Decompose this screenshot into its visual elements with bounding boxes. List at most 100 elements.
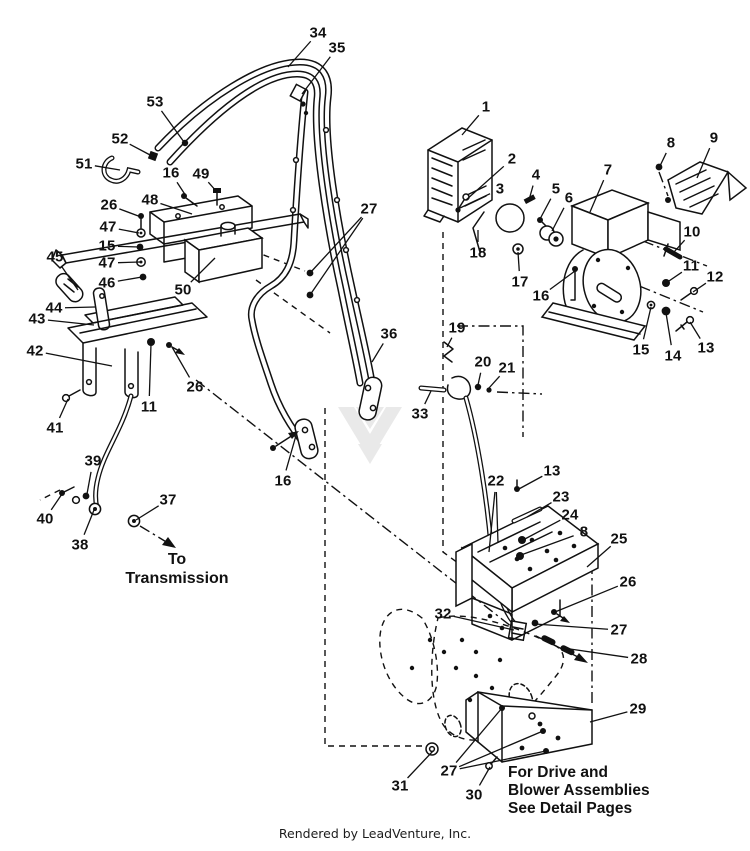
callout-10: 10	[683, 223, 701, 241]
callout-32: 32	[434, 605, 452, 623]
callout-29: 29	[629, 700, 647, 718]
electric-box-assembly	[424, 128, 563, 254]
callout-6: 6	[564, 189, 574, 207]
callout-27: 27	[360, 200, 378, 218]
callout-3: 3	[495, 180, 505, 198]
note-to-transmission: To Transmission	[87, 550, 267, 588]
note-see-detail-pages: For Drive and Blower Assemblies See Deta…	[508, 764, 678, 818]
callout-53: 53	[146, 93, 164, 111]
note-detail-line1: For Drive and	[508, 764, 608, 781]
bracket-42	[68, 303, 207, 343]
bolt-8m	[516, 552, 524, 560]
callout-2: 2	[507, 150, 517, 168]
callout-34: 34	[309, 24, 327, 42]
callout-44: 44	[45, 299, 63, 317]
belt-guard-9	[668, 162, 728, 214]
callout-26: 26	[186, 378, 204, 396]
callout-18: 18	[469, 244, 487, 262]
callout-24: 24	[561, 506, 579, 524]
shift-bracket-assembly	[53, 271, 207, 527]
callout-49: 49	[192, 165, 210, 183]
footer-credit: Rendered by LeadVenture, Inc.	[278, 826, 472, 841]
callout-45: 45	[46, 248, 64, 266]
control-panel-assembly	[52, 188, 308, 282]
bolt-26r	[551, 609, 557, 615]
grip-clamp	[290, 84, 306, 101]
callout-21: 21	[498, 359, 516, 377]
transmission-arrowhead	[162, 537, 176, 548]
callout-4: 4	[531, 166, 541, 184]
callout-27: 27	[610, 621, 628, 639]
bolt-27m	[531, 619, 539, 627]
handle-strap-left	[293, 417, 319, 460]
callout-30: 30	[465, 786, 483, 804]
callout-43: 43	[28, 310, 46, 328]
callout-42: 42	[26, 342, 44, 360]
callout-15: 15	[632, 341, 650, 359]
callout-51: 51	[75, 155, 93, 173]
callout-15: 15	[98, 237, 116, 255]
bolt-13	[687, 317, 694, 324]
note-detail-line2: Blower Assemblies	[508, 782, 650, 799]
bolt-24	[518, 536, 526, 544]
callout-36: 36	[380, 325, 398, 343]
wire-18	[473, 212, 484, 252]
callout-14: 14	[664, 347, 682, 365]
handlebar-assembly	[104, 62, 383, 460]
ring-31	[426, 743, 438, 755]
note-to-transmission-line1: To	[167, 551, 187, 568]
callout-19: 19	[448, 319, 466, 337]
callout-48: 48	[141, 191, 159, 209]
callout-47: 47	[99, 218, 117, 236]
callout-20: 20	[474, 353, 492, 371]
callout-13: 13	[697, 339, 715, 357]
callout-8: 8	[666, 134, 676, 152]
callout-1: 1	[481, 98, 491, 116]
callout-16: 16	[532, 287, 550, 305]
callout-13: 13	[543, 462, 561, 480]
callout-12: 12	[706, 268, 724, 286]
ball-14	[661, 306, 671, 316]
callout-16: 16	[162, 164, 180, 182]
callout-11: 11	[140, 398, 158, 416]
ball-20	[474, 383, 482, 391]
callout-37: 37	[159, 491, 177, 509]
callout-38: 38	[71, 536, 89, 554]
engine-assembly	[542, 162, 746, 340]
engine-base	[542, 303, 645, 340]
nut-39	[82, 492, 90, 500]
bolt-16r	[571, 270, 575, 300]
callout-23: 23	[552, 488, 570, 506]
lever-44	[93, 287, 110, 330]
callout-40: 40	[36, 510, 54, 528]
callout-31: 31	[391, 777, 409, 795]
note-to-transmission-line2: Transmission	[125, 570, 229, 587]
callout-39: 39	[84, 452, 102, 470]
callout-22: 22	[487, 472, 505, 490]
blower-housing	[380, 609, 592, 769]
nut-21	[486, 387, 492, 393]
pin-10	[664, 244, 668, 256]
callout-50: 50	[174, 281, 192, 299]
callout-26: 26	[100, 196, 118, 214]
callout-9: 9	[709, 129, 719, 147]
note-detail-line3: See Detail Pages	[508, 800, 633, 817]
callout-7: 7	[603, 161, 613, 179]
frame-assembly	[456, 480, 598, 640]
bolt-13m	[514, 486, 520, 492]
cable-end-fitting	[447, 376, 470, 399]
callout-16: 16	[274, 472, 292, 490]
cable-loop	[496, 204, 524, 232]
callout-26: 26	[619, 573, 637, 591]
callout-33: 33	[411, 405, 429, 423]
callout-52: 52	[111, 130, 129, 148]
tank-cap	[221, 222, 235, 229]
bolt-11	[147, 338, 155, 346]
callout-46: 46	[98, 274, 116, 292]
callout-leader-lines	[46, 41, 710, 785]
clip-52	[147, 150, 159, 162]
callout-25: 25	[610, 530, 628, 548]
callout-27: 27	[440, 762, 458, 780]
